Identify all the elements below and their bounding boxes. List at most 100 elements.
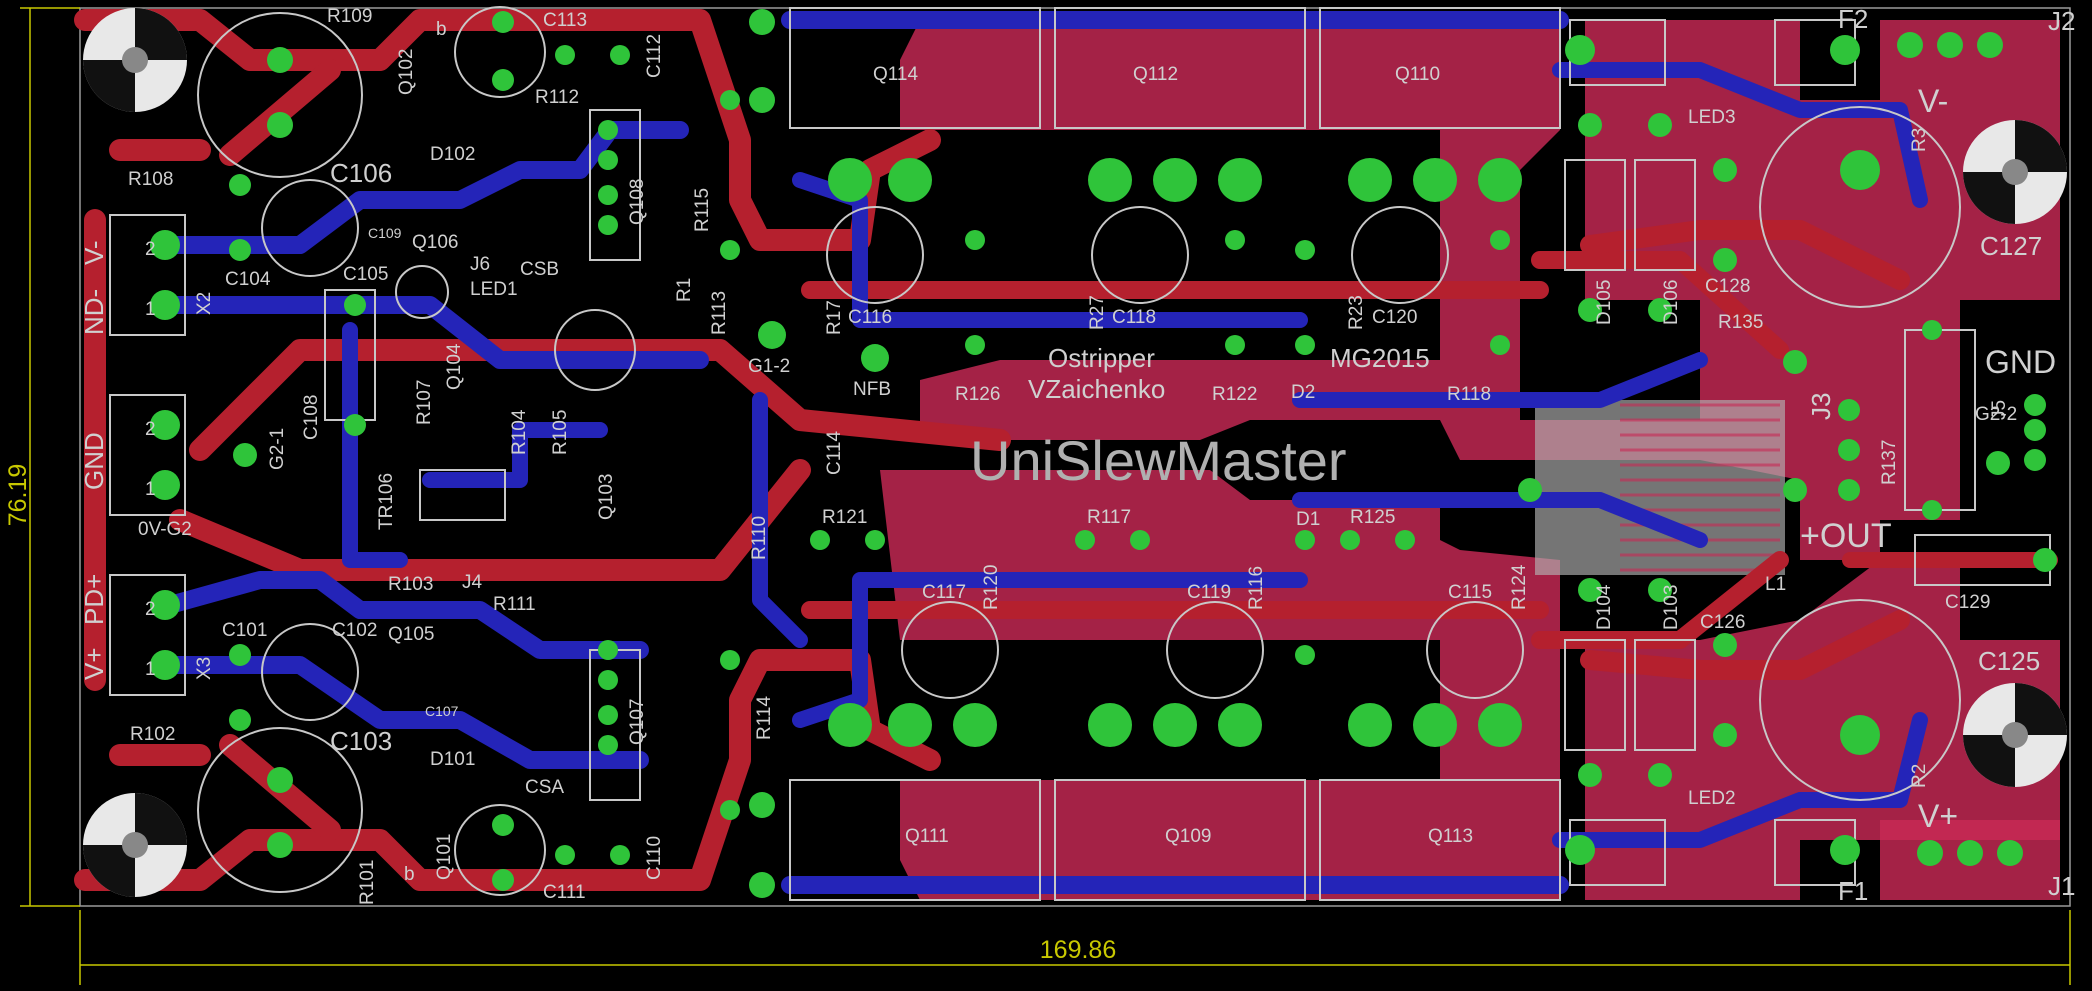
d1-label: D1 [1296, 509, 1320, 530]
c110-label: C110 [644, 836, 665, 880]
c105-label: C105 [343, 264, 388, 285]
rail-gnd-label: GND [1985, 344, 2056, 380]
r111-label: R111 [493, 594, 536, 615]
c106-label: C106 [330, 158, 392, 188]
c125-label: C125 [1978, 646, 2040, 676]
r112-label: R112 [535, 87, 579, 108]
r27-label: R27 [1087, 295, 1108, 330]
c116-label: C116 [848, 307, 892, 328]
credit-line-2: VZaichenko [1028, 374, 1165, 404]
c129-label: C129 [1945, 592, 1990, 613]
r103-label: R103 [388, 574, 433, 595]
r120-label: R120 [981, 565, 1002, 610]
x3-label-v-plus: V+ [79, 647, 109, 680]
j3-ref: J3 [1806, 393, 1836, 420]
d104-label: D104 [1594, 584, 1615, 630]
x2-label-v-minus: V- [79, 240, 109, 265]
output-label: +OUT [1800, 517, 1892, 555]
r126-label: R126 [955, 384, 1000, 405]
q108-label: Q108 [627, 179, 648, 225]
gnd-left-label: GND [79, 432, 109, 490]
l1-label: L1 [1765, 574, 1786, 595]
board-labels: UniSlewMaster Ostripper VZaichenko MG201… [79, 4, 2075, 906]
c113-label: C113 [543, 10, 587, 31]
csb-label: CSB [520, 259, 559, 280]
j1-ref: J1 [2048, 871, 2075, 901]
height-dimension: 76.19 [4, 464, 32, 527]
d101-label: D101 [430, 749, 475, 770]
c103-label: C103 [330, 726, 392, 756]
r108-label: R108 [128, 169, 173, 190]
q102-label: Q102 [396, 49, 417, 95]
j5-ref: J5 [1989, 400, 2010, 420]
c109-label: C109 [368, 225, 402, 241]
c126-label: C126 [1700, 612, 1745, 633]
r2-label: R2 [1909, 764, 1930, 788]
f2-label: F2 [1838, 4, 1868, 34]
q111-label: Q111 [905, 826, 949, 847]
g2-1-label: G2-1 [267, 428, 288, 470]
c117-label: C117 [922, 582, 966, 603]
c119-label: C119 [1187, 582, 1231, 603]
dimension-lines [20, 7, 2071, 985]
d105-label: D105 [1594, 280, 1615, 325]
c104-label: C104 [225, 269, 271, 290]
r114-label: R114 [754, 696, 775, 740]
led1-label: LED1 [470, 279, 518, 300]
r115-label: R115 [692, 188, 713, 232]
g2-ref: 0V-G2 [138, 519, 192, 540]
r102-label: R102 [130, 724, 175, 745]
tr106-label: TR106 [376, 473, 397, 530]
c111-label: C111 [543, 882, 586, 903]
c101-label: C101 [222, 620, 267, 641]
r116-label: R116 [1246, 566, 1267, 610]
x2-ref: X2 [194, 292, 215, 315]
x2-label-nd-minus: ND- [79, 289, 109, 335]
pads [150, 9, 2057, 898]
q104-label: Q104 [444, 343, 465, 390]
j2-ref: J2 [2048, 6, 2075, 36]
nfb-label: NFB [853, 379, 891, 400]
r107-label: R107 [414, 380, 435, 425]
d103-label: D103 [1661, 585, 1682, 630]
j6-ref: J6 [470, 254, 490, 275]
c107-label: C107 [425, 703, 459, 719]
r125-label: R125 [1350, 507, 1395, 528]
r124-label: R124 [1509, 564, 1530, 610]
r137-label: R137 [1879, 440, 1900, 485]
board-title: UniSlewMaster [970, 429, 1347, 492]
width-dimension: 169.86 [1040, 936, 1116, 964]
base-pin-label-bottom: b [404, 864, 415, 885]
q105-label: Q105 [388, 624, 434, 645]
r105-label: R105 [550, 410, 571, 455]
q109-label: Q109 [1165, 826, 1211, 847]
r109-label: R109 [327, 6, 372, 27]
x3-label-pd-plus: PD+ [79, 574, 109, 625]
q107-label: Q107 [627, 699, 648, 745]
r121-label: R121 [822, 507, 867, 528]
c120-label: C120 [1372, 307, 1417, 328]
led3-label: LED3 [1688, 107, 1736, 128]
r104-label: R104 [509, 409, 530, 455]
base-pin-label-top: b [436, 19, 447, 40]
c128-label: C128 [1705, 276, 1750, 297]
inductor-l1-body [1535, 400, 1785, 575]
g2-pin1: 1 [145, 479, 156, 500]
x2-pin1: 1 [145, 299, 156, 320]
q103-label: Q103 [596, 474, 617, 520]
q110-label: Q110 [1395, 64, 1440, 85]
c115-label: C115 [1448, 582, 1492, 603]
led2-label: LED2 [1688, 788, 1736, 809]
x3-pin2: 2 [145, 599, 156, 620]
d106-label: D106 [1661, 280, 1682, 325]
f1-label: F1 [1838, 876, 1868, 906]
r118-label: R118 [1447, 384, 1491, 405]
r23-label: R23 [1346, 295, 1367, 330]
r3-label: R3 [1909, 128, 1930, 152]
j4-ref: J4 [462, 572, 483, 593]
r122-label: R122 [1212, 384, 1257, 405]
r117-label: R117 [1087, 507, 1131, 528]
x3-ref: X3 [194, 657, 215, 680]
r101-label: R101 [357, 860, 378, 905]
